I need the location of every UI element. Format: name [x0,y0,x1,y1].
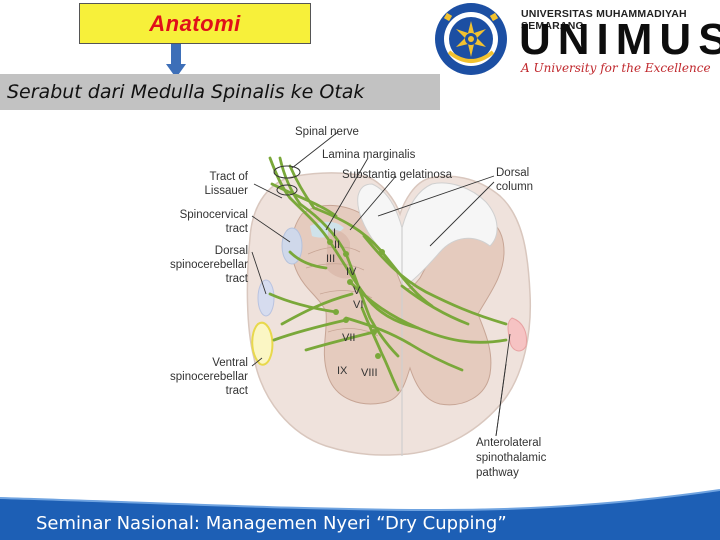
slide-title: Anatomi [149,10,241,36]
university-acronym: UNIMUS [519,15,720,64]
university-name: UNIVERSITAS MUHAMMADIYAH SEMARANG [521,8,687,32]
lamina-IX-label: IX [337,365,348,377]
label-ventral-spinocerebellar-line3: tract [226,385,249,397]
footer-text: Seminar Nasional: Managemen Nyeri “Dry C… [36,513,507,534]
label-lamina-marginalis: Lamina marginalis [322,149,416,161]
slide-subtitle: Serabut dari Medulla Spinalis ke Otak [7,81,365,103]
anterolateral-tract-region [507,317,527,352]
ventral-spinocerebellar-tract-region [251,321,274,366]
lamina-III-label: III [326,253,335,265]
label-dorsal-spinocerebellar-line3: tract [226,273,249,285]
label-ventral-spinocerebellar-line2: spinocerebellar [170,371,248,383]
lamina-V-label: V [353,285,361,297]
sensory-fibers [268,156,508,392]
slide-title-box: Anatomi [79,3,311,44]
footer-bar [0,489,720,540]
lamina-VII-label: VII [342,332,355,344]
label-tract-lissauer-line1: Tract of [209,171,248,183]
dorsal-root-outline [273,165,301,179]
label-dorsal-spinocerebellar-line2: spinocerebellar [170,259,248,271]
dorsal-spinocerebellar-tract-region [257,279,275,317]
slide-subtitle-bar: Serabut dari Medulla Spinalis ke Otak [0,74,440,110]
spinocervical-tract-region [281,227,303,265]
label-spinocervical-line1: Spinocervical [180,209,248,221]
label-tract-lissauer-line2: Lissauer [205,185,249,197]
label-substantia-gelatinosa: Substantia gelatinosa [342,169,453,181]
spinal-cord-diagram: I II III IV V VI VII VIII IX Spinal nerv… [170,126,547,479]
lamina-VIII-label: VIII [361,367,378,379]
down-arrow-icon [166,44,186,78]
label-dorsal-column-line1: Dorsal [496,167,529,179]
dorsal-column-region [357,182,498,285]
lamina-II-label: II [334,239,340,251]
university-seal-logo [435,3,507,75]
label-ventral-spinocerebellar-line1: Ventral [212,357,248,369]
lamina-IV-label: IV [346,266,357,278]
label-anterolateral-line2: spinothalamic [476,452,547,464]
label-anterolateral-line1: Anterolateral [476,437,541,449]
label-dorsal-spinocerebellar-line1: Dorsal [215,245,248,257]
university-tagline: A University for the Excellence [521,61,711,75]
label-dorsal-column-line2: column [496,181,533,193]
label-spinocervical-line2: tract [226,223,249,235]
lamina-I-label: I [333,227,336,239]
lamina-VI-label: VI [353,299,363,311]
label-spinal-nerve: Spinal nerve [295,126,359,138]
label-anterolateral-line3: pathway [476,467,519,479]
